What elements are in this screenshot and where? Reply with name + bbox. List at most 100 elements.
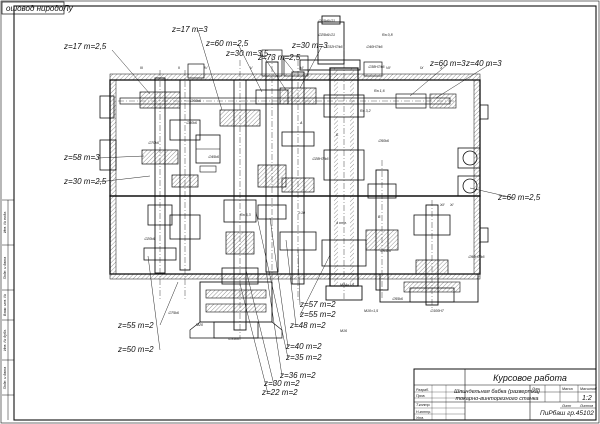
dim-note-16: ∅100H7 [430,309,445,313]
dim-note-9: ∅50k6 [378,139,389,143]
clutch [195,134,221,173]
callout-bottom-2: z=55 m=2 [299,310,336,319]
dim-note-11: ∅28H7/k6 [312,157,329,161]
role-row-2: Пров. [416,394,425,398]
side-label-3: Взам. инв. № [3,294,7,316]
gearbox-assembly [99,15,489,340]
right-flange [457,104,489,243]
callout-left-5: z=50 m=2 [117,345,154,354]
role-row-4: Н.контр. [416,410,431,414]
section-mark-8: X [439,66,443,70]
dim-note-12: ∅20k6 [144,237,155,241]
lower-right-extension [379,273,479,303]
description-line-1: Шпиндельная бабка (развертка) [454,389,540,395]
callout-top-7: z=40 m=3 [465,59,502,68]
dim-note-17: ∅75k6 [168,311,179,315]
top-details [187,49,383,79]
callout-bottom-8: z=22 m=2 [261,388,298,397]
small-note-8: 1:10 [298,211,305,215]
callout-left-1: z=17 m=2,5 [63,42,107,51]
small-note-9: 4 отв. [336,221,347,225]
small-note-13: M24×1,5 [340,283,354,287]
dim-note-1: ∅15k6/∅1 [318,19,335,23]
shaft-2 [169,70,201,300]
callouts-top: z=17 m=3 z=60 m=2,5 z=30 m=3,5 z=73 m=2,… [171,25,502,68]
callouts-right: z=60 m=2,5 [497,193,541,202]
sheet-scale: 1:2 [582,395,592,402]
section-mark-2: II [178,66,180,70]
section-mark-10: XII [439,203,444,207]
callouts-left: z=17 m=2,5 z=58 m=3 z=30 m=2,5 z=55 m=2 … [63,42,154,354]
callout-right-1: z=60 m=2,5 [497,193,541,202]
course-title: Курсовое работа [493,373,567,383]
shaft-6 [365,160,399,300]
section-mark-1: III [140,66,143,70]
callout-top-2: z=60 m=2,5 [205,39,249,48]
header-cell-2: Масса [562,387,573,391]
callout-bottom-1: z=57 m=2 [299,300,336,309]
small-note-5: A [299,121,303,125]
sheet-cell-2: Листов [579,404,593,408]
callout-top-4: z=73 m=2,5 [257,53,301,62]
callout-left-2: z=58 m=3 [63,153,100,162]
callout-bottom-5: z=35 m=2 [285,353,322,362]
dim-note-5: ∅38H7/k6 [368,65,385,69]
side-label-5: Подп. и дата [3,367,7,390]
section-mark-6: VII [386,66,390,70]
dim-note-6: ∅60k6 [190,99,201,103]
side-label-1: Инв. № подл. [3,211,7,233]
shaft-4 [255,55,289,300]
small-note-1: Ra 0,8 [382,33,393,37]
dim-note-13: ∅65k6 [380,249,391,253]
callout-top-1: z=17 m=3 [171,25,208,34]
callouts-bottom: z=57 m=2 z=55 m=2 z=48 m=2 z=40 m=2 z=35… [261,300,336,397]
shaft-7 [409,200,455,310]
dim-note-10: ∅45k6 [208,155,219,159]
leader-lines [97,29,515,395]
header-cell-3: Масштаб [580,387,598,391]
dim-note-14: ∅90H7/k6 [468,255,485,259]
small-notes: Ra 0,8 Ra 1,6 Ra 3,2 Ra 6,3 A Б В 1:10 4… [196,33,393,333]
callout-top-3: z=30 m=3,5 [225,49,269,58]
dim-note-15: ∅55k6 [392,297,403,301]
dim-note-4: ∅40H7/k6 [366,45,383,49]
small-note-11: M16 [340,329,347,333]
callout-bottom-7: z=30 m=2 [263,379,300,388]
header-cell-1: Лит. [531,387,540,391]
role-row-5: Утв. [416,416,424,420]
shaft-5 [279,60,317,300]
small-note-2: Ra 1,6 [374,89,385,93]
dim-note-8: ∅70k6 [148,141,159,145]
dim-note-18: ∅35k6 [228,337,239,341]
dim-note-7: ∅80k6 [186,121,197,125]
sheet-cell-1: Лист [561,404,571,408]
callout-top-6: z=60 m=3 [429,59,466,68]
inner-frame [13,5,597,421]
stamp-tab: ошовод ниродоЛу [1,1,74,15]
callout-left-3: z=30 m=2,5 [63,177,107,186]
dimension-notes: ∅15k6/∅1 ∅25k6/∅1 ∅32H7/k6 ∅40H7/k6 ∅38H… [144,19,485,341]
description-line-2: токарно-винторезного станка [455,396,538,402]
small-note-10: M10×1,5 [364,309,378,313]
side-label-2: Подп. и дата [3,257,7,280]
designation: ПиРбаш гр.45102 [540,409,594,417]
stamp-tab-text: ошовод ниродоЛу [6,4,74,13]
section-mark-4: V [250,66,253,70]
callout-bottom-4: z=40 m=2 [285,342,322,351]
section-mark-5: VI [300,66,303,70]
section-mark-3: IV [204,66,208,70]
pulley-assembly [189,281,283,339]
callout-bottom-6: z=36 m=2 [279,371,316,380]
callout-top-5: z=30 m=3 [291,41,328,50]
small-note-4: Ra 6,3 [240,213,251,217]
dim-note-2: ∅25k6/∅1 [318,33,335,37]
spindle [299,15,367,301]
shaft-3 [219,60,261,340]
dim-note-3: ∅32H7/k6 [326,45,343,49]
title-block: Разраб. Пров. Т.контр. Н.контр. Утв. Кур… [413,368,598,421]
role-row-1: Разраб. [416,388,429,392]
callout-left-4: z=55 m=2 [117,321,154,330]
callout-bottom-3: z=48 m=2 [289,321,326,330]
